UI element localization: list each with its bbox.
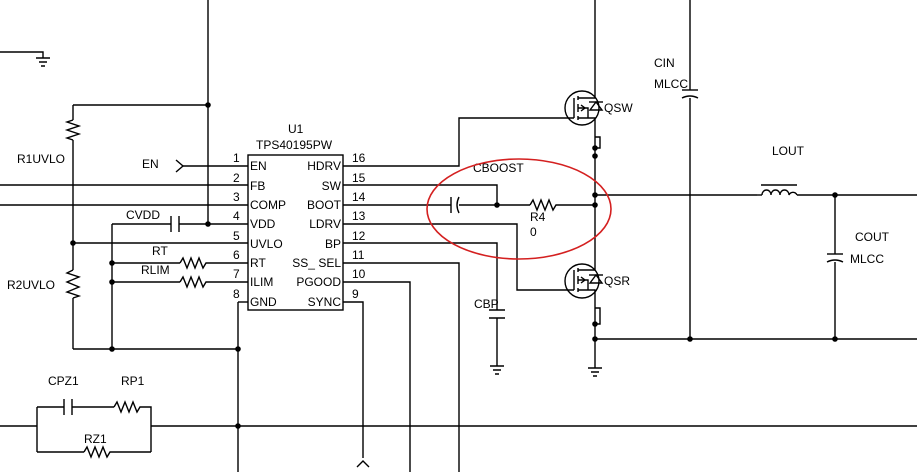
cpz1-capacitor [63,399,73,415]
rp1-resistor [113,400,142,414]
cbp-capacitor [489,309,505,319]
label-cout: COUT [855,230,890,244]
pin-name-vdd: VDD [250,217,276,231]
label-cpz1: CPZ1 [48,374,79,388]
ground-symbol [490,365,504,375]
label-cin-type: MLCC [654,77,688,91]
label-cboost: CBOOST [473,161,524,175]
cvdd-capacitor [170,216,180,232]
rlim-resistor [179,275,208,289]
pin-name-ilim: ILIM [250,275,273,289]
qsr-mosfet [564,254,604,325]
pin-name-comp: COMP [250,198,286,212]
ic-left-pins: 1 EN 2 FB 3 COMP 4 VDD 5 UVLO 6 RT 7 ILI… [233,151,286,309]
label-cout-type: MLCC [850,252,884,266]
lout-inductor [757,184,798,196]
label-en: EN [142,157,159,171]
ic-body [247,154,344,311]
label-r2uvlo: R2UVLO [7,278,55,292]
label-r4: R4 [530,210,546,224]
pin-number: 3 [233,190,240,204]
pin-number: 4 [233,209,240,223]
pin-name-ss-sel: SS_ SEL [292,256,341,270]
pin-name-en: EN [250,159,267,173]
pin-number: 14 [352,190,366,204]
ic-ref: U1 [288,122,304,136]
pin-name-fb: FB [250,179,265,193]
pin-number: 7 [233,267,240,281]
pin-number: 11 [352,248,365,262]
ic-right-pins: 16 HDRV 15 SW 14 BOOT 13 LDRV 12 BP 11 S… [292,151,365,309]
component-labels: EN R1UVLO R2UVLO CVDD RT RLIM CPZ1 RP1 R… [7,56,890,446]
pin-name-rt: RT [250,256,266,270]
label-rt: RT [152,244,168,258]
pin-number: 15 [352,171,366,185]
pin-number: 8 [233,287,240,301]
pin-number: 6 [233,248,240,262]
pin-number: 9 [352,287,359,301]
qsw-mosfet [564,80,604,149]
pin-name-hdrv: HDRV [307,159,341,173]
r4-resistor [529,198,558,212]
cin-capacitor [681,89,699,99]
label-cin: CIN [654,56,675,70]
pin-name-sw: SW [322,179,342,193]
label-rz1: RZ1 [84,432,107,446]
r1uvlo-resistor [64,119,82,141]
label-qsr: QSR [604,274,630,288]
label-cbp: CBP [474,297,499,311]
pin-name-bp: BP [325,237,341,251]
pin-name-ldrv: LDRV [309,217,341,231]
highlight-ellipse [426,158,612,260]
pin-number: 13 [352,209,366,223]
pin-name-pgood: PGOOD [296,275,341,289]
ic-part-number: TPS40195PW [256,138,333,152]
pin-name-uvlo: UVLO [250,237,283,251]
rt-resistor [179,256,208,270]
pin-number: 5 [233,229,240,243]
ground-symbol [588,367,602,377]
label-qsw: QSW [604,101,633,115]
pin-name-gnd: GND [250,295,277,309]
junctions [70,102,838,429]
pin-name-boot: BOOT [307,198,342,212]
label-rp1: RP1 [121,374,145,388]
pin-number: 2 [233,171,240,185]
rz1-resistor [83,445,112,459]
label-rlim: RLIM [141,263,170,277]
r2uvlo-resistor [65,269,82,299]
label-cvdd: CVDD [126,208,160,222]
label-r1uvlo: R1UVLO [17,152,65,166]
pin-number: 1 [233,151,240,165]
pin-number: 10 [352,267,366,281]
ground-symbol [36,57,50,67]
pin-number: 16 [352,151,366,165]
cout-capacitor [826,253,844,263]
label-r4-value: 0 [530,225,537,239]
pin-number: 12 [352,229,366,243]
pin-name-sync: SYNC [308,295,342,309]
label-lout: LOUT [772,144,805,158]
cboost-capacitor [450,196,460,214]
